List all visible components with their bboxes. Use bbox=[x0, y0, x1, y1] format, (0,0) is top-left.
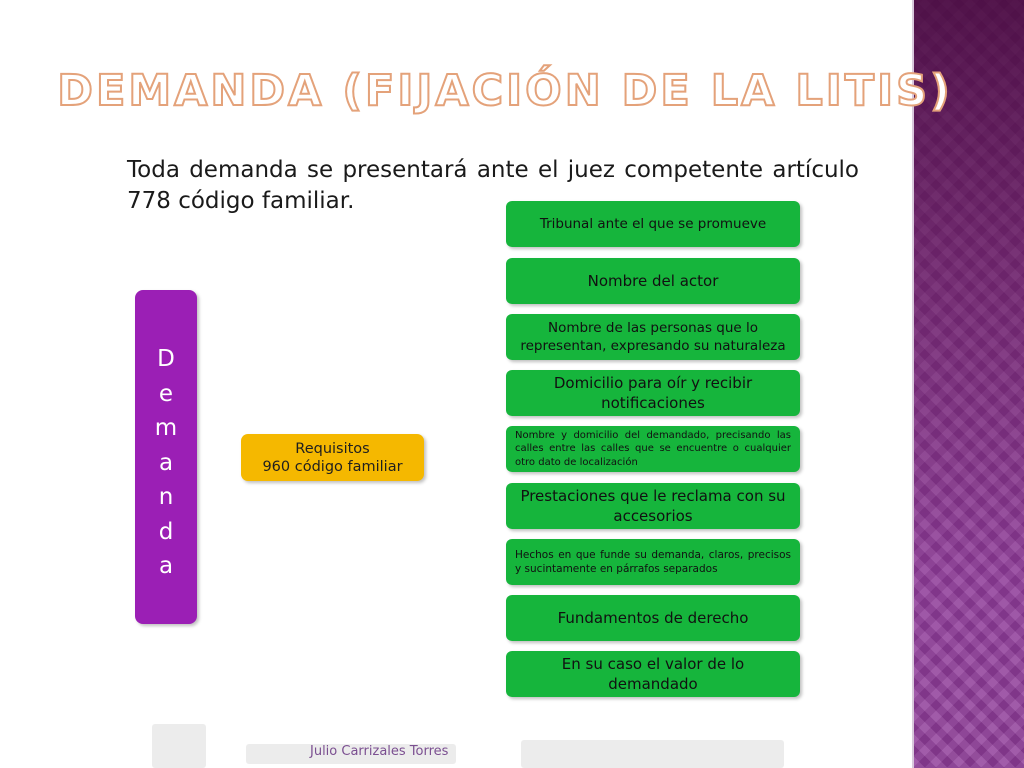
demanda-letter: d bbox=[158, 518, 174, 545]
faded-placeholder bbox=[521, 740, 784, 768]
decorative-side-panel bbox=[912, 0, 1024, 768]
demanda-letter: a bbox=[158, 553, 174, 579]
requisito-item-representantes: Nombre de las personas que lo representa… bbox=[506, 314, 800, 360]
demanda-node: D e m a n d a bbox=[135, 290, 197, 624]
faded-placeholder bbox=[152, 724, 206, 768]
requisito-item-demandado: Nombre y domicilio del demandado, precis… bbox=[506, 426, 800, 472]
demanda-letter: m bbox=[154, 415, 178, 441]
intro-text: Toda demanda se presentará ante el juez … bbox=[127, 157, 859, 214]
requisito-item-fundamentos: Fundamentos de derecho bbox=[506, 595, 800, 641]
requisitos-node: Requisitos 960 código familiar bbox=[241, 434, 424, 481]
requisitos-label: Requisitos bbox=[295, 440, 370, 457]
demanda-letter: D bbox=[157, 346, 175, 372]
requisito-item-valor: En su caso el valor de lo demandado bbox=[506, 651, 800, 697]
demanda-vertical-label: D e m a n d a bbox=[135, 342, 197, 584]
demanda-letter: e bbox=[158, 380, 174, 407]
faded-placeholder bbox=[246, 744, 456, 764]
demanda-letter: a bbox=[158, 449, 174, 476]
footer-author: Julio Carrizales Torres bbox=[310, 744, 449, 759]
requisito-item-hechos: Hechos en que funde su demanda, claros, … bbox=[506, 539, 800, 585]
requisito-item-tribunal: Tribunal ante el que se promueve bbox=[506, 201, 800, 247]
demanda-letter: n bbox=[158, 484, 174, 510]
requisito-item-actor: Nombre del actor bbox=[506, 258, 800, 304]
requisitos-article: 960 código familiar bbox=[262, 458, 403, 475]
requisito-item-prestaciones: Prestaciones que le reclama con su acces… bbox=[506, 483, 800, 529]
requisito-item-domicilio: Domicilio para oír y recibir notificacio… bbox=[506, 370, 800, 416]
